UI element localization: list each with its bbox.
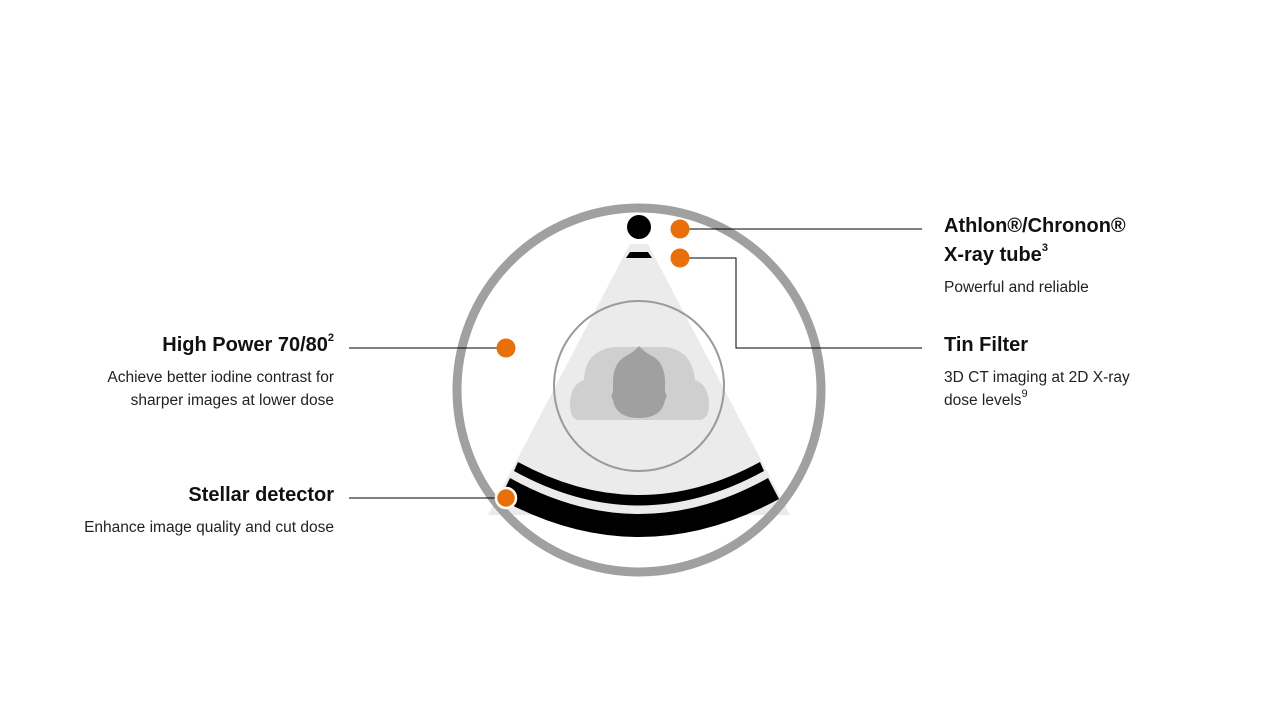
desc-line-1: 3D CT imaging at 2D X-ray <box>944 369 1130 386</box>
callout-tin-filter: Tin Filter 3D CT imaging at 2D X-ray dos… <box>944 331 1130 412</box>
title-line-1: Athlon®/Chronon® <box>944 215 1126 237</box>
callout-title: Stellar detector <box>188 484 334 506</box>
detector-inner-arc <box>514 462 764 506</box>
callout-desc: Achieve better iodine contrast for sharp… <box>107 366 334 412</box>
marker-high-power[interactable] <box>496 338 516 358</box>
marker-tin-filter[interactable] <box>670 248 690 268</box>
gantry-ring <box>452 203 826 577</box>
callout-stellar-detector: Stellar detector Enhance image quality a… <box>84 481 334 539</box>
desc-line-2: dose levels <box>944 392 1022 409</box>
callout-xray-tube: Athlon®/Chronon® X-ray tube3 Powerful an… <box>944 212 1126 299</box>
detector-outer-arc <box>500 478 779 537</box>
marker-stellar-detector[interactable] <box>494 486 518 510</box>
marker-xray-tube[interactable] <box>670 219 690 239</box>
leader-line-tin-filter <box>688 257 922 349</box>
desc-line-2: sharper images at lower dose <box>130 392 334 409</box>
callout-desc: 3D CT imaging at 2D X-ray dose levels9 <box>944 366 1130 412</box>
callout-title: Tin Filter <box>944 334 1029 356</box>
xray-tube-icon <box>627 215 651 239</box>
footnote-ref: 3 <box>1041 242 1048 255</box>
callout-title: Athlon®/Chronon® X-ray tube3 <box>944 212 1126 270</box>
tin-filter-icon <box>626 252 652 258</box>
patient-head-icon <box>611 346 667 418</box>
callout-title: High Power 70/802 <box>107 331 334 360</box>
footnote-ref: 9 <box>1021 387 1028 400</box>
title-text: High Power 70/80 <box>162 334 328 356</box>
callout-high-power: High Power 70/802 Achieve better iodine … <box>107 331 334 412</box>
desc-line-1: Achieve better iodine contrast for <box>107 369 334 386</box>
title-line-2: X-ray tube <box>944 244 1042 266</box>
patient-bore <box>553 300 725 472</box>
footnote-ref: 2 <box>327 332 334 345</box>
callout-desc: Enhance image quality and cut dose <box>84 519 334 536</box>
callout-desc: Powerful and reliable <box>944 279 1089 296</box>
